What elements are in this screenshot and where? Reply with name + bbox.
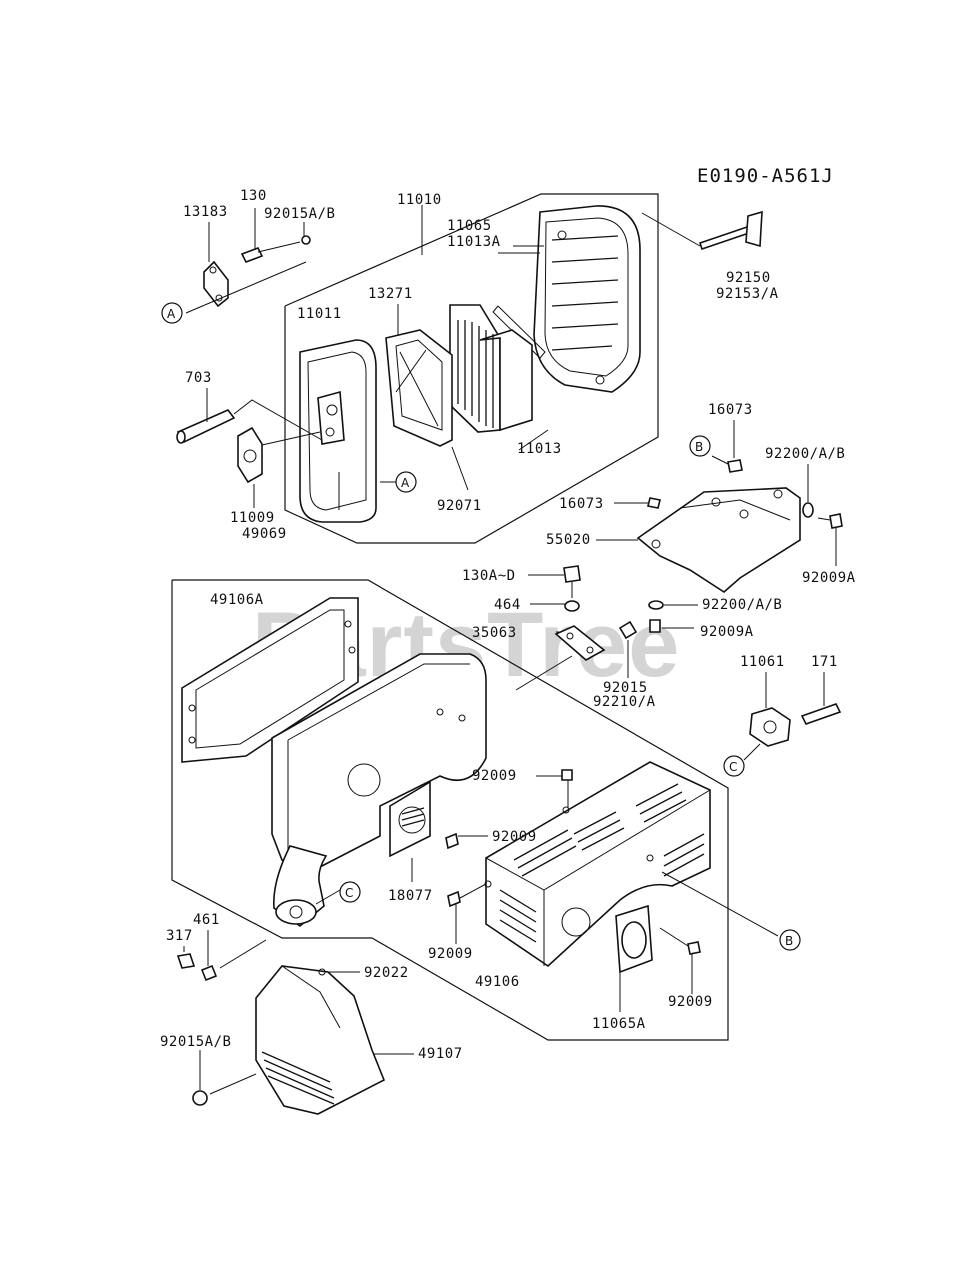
breather-pipe <box>176 409 236 444</box>
part-label-464: 464 <box>494 597 521 613</box>
part-label-461: 461 <box>193 912 220 928</box>
part-label-92015: 92015 <box>603 680 648 696</box>
callout-c-1: C <box>723 755 745 777</box>
bolt-92009a <box>649 513 843 633</box>
part-label-49107: 49107 <box>418 1046 463 1062</box>
part-label-703: 703 <box>185 370 212 386</box>
part-label-92009-d: 92009 <box>668 994 713 1010</box>
part-label-92150: 92150 <box>726 270 771 286</box>
washer-464 <box>564 600 580 612</box>
spark-arrester <box>389 780 431 858</box>
plate-35063 <box>554 625 606 661</box>
part-label-92015ab-bottom: 92015A/B <box>160 1034 231 1050</box>
part-label-92009-a: 92009 <box>472 768 517 784</box>
callout-c-2-letter: C <box>345 886 353 900</box>
part-label-130ad: 130A~D <box>462 568 516 584</box>
bracket-13183 <box>203 235 311 308</box>
part-label-92009a-mid: 92009A <box>700 624 754 640</box>
part-label-92009a-right: 92009A <box>802 570 856 586</box>
outlet-flange <box>615 904 653 974</box>
part-label-92200ab-top: 92200/A/B <box>765 446 845 462</box>
part-label-16073-mid: 16073 <box>559 496 604 512</box>
callout-a-2: A <box>395 471 417 493</box>
callout-a-2-letter: A <box>401 476 410 490</box>
part-label-49106a: 49106A <box>210 592 264 608</box>
part-label-11065: 11065 <box>447 218 492 234</box>
air-cleaner-group <box>176 193 659 544</box>
part-label-49069: 49069 <box>242 526 287 542</box>
callout-b-1-letter: B <box>695 440 703 454</box>
gasket-11061 <box>749 707 791 747</box>
callout-a-1: A <box>161 302 183 324</box>
part-label-11013: 11013 <box>517 441 562 457</box>
part-label-317: 317 <box>166 928 193 944</box>
cleaner-cover <box>533 205 641 393</box>
part-label-92210a: 92210/A <box>593 694 656 710</box>
part-label-171: 171 <box>811 654 838 670</box>
part-label-11010: 11010 <box>397 192 442 208</box>
part-label-92071: 92071 <box>437 498 482 514</box>
gasket-11009 <box>237 426 263 484</box>
part-label-18077: 18077 <box>388 888 433 904</box>
nut-317 <box>176 953 196 969</box>
callout-b-1: B <box>689 435 711 457</box>
group-frame-air-cleaner <box>284 193 659 544</box>
diagram-code: E0190-A561J <box>697 165 834 187</box>
nut-16073 <box>647 459 743 509</box>
part-label-92015ab-top: 92015A/B <box>264 206 335 222</box>
part-label-92009-b: 92009 <box>492 829 537 845</box>
part-label-16073-top: 16073 <box>708 402 753 418</box>
bolt-130ad <box>563 565 581 598</box>
nut-92015ab <box>192 1090 208 1106</box>
group-frame-muffler <box>171 579 729 1041</box>
callout-b-2-letter: B <box>785 934 793 948</box>
nut-92015 <box>618 620 638 640</box>
washer-92200 <box>648 502 814 610</box>
cleaner-base <box>299 339 377 523</box>
part-label-92153a: 92153/A <box>716 286 779 302</box>
callout-b-2: B <box>779 929 801 951</box>
part-label-35063: 35063 <box>472 625 517 641</box>
wing-bolt <box>698 210 763 251</box>
bolt-92009 <box>445 769 701 955</box>
nut-461 <box>200 964 218 982</box>
part-label-49106: 49106 <box>475 974 520 990</box>
exhaust-shroud <box>255 965 386 1115</box>
part-label-130: 130 <box>240 188 267 204</box>
callout-a-1-letter: A <box>167 307 176 321</box>
part-label-13271: 13271 <box>368 286 413 302</box>
part-label-11013a: 11013A <box>447 234 501 250</box>
part-label-11061: 11061 <box>740 654 785 670</box>
part-label-13183: 13183 <box>183 204 228 220</box>
callout-c-1-letter: C <box>729 760 737 774</box>
part-label-11009: 11009 <box>230 510 275 526</box>
bracket-55020 <box>636 487 801 593</box>
filter-element <box>449 304 533 433</box>
part-label-55020: 55020 <box>546 532 591 548</box>
part-label-92200ab-mid: 92200/A/B <box>702 597 782 613</box>
part-label-11011: 11011 <box>297 306 342 322</box>
stud-171 <box>800 703 842 725</box>
heat-shield-49106a <box>181 597 359 763</box>
callout-c-2: C <box>339 881 361 903</box>
part-label-11065a: 11065A <box>592 1016 646 1032</box>
part-label-92009-c: 92009 <box>428 946 473 962</box>
part-label-92022: 92022 <box>364 965 409 981</box>
muffler-cover <box>484 761 711 968</box>
gasket-13271 <box>385 329 453 447</box>
muffler <box>271 653 487 928</box>
